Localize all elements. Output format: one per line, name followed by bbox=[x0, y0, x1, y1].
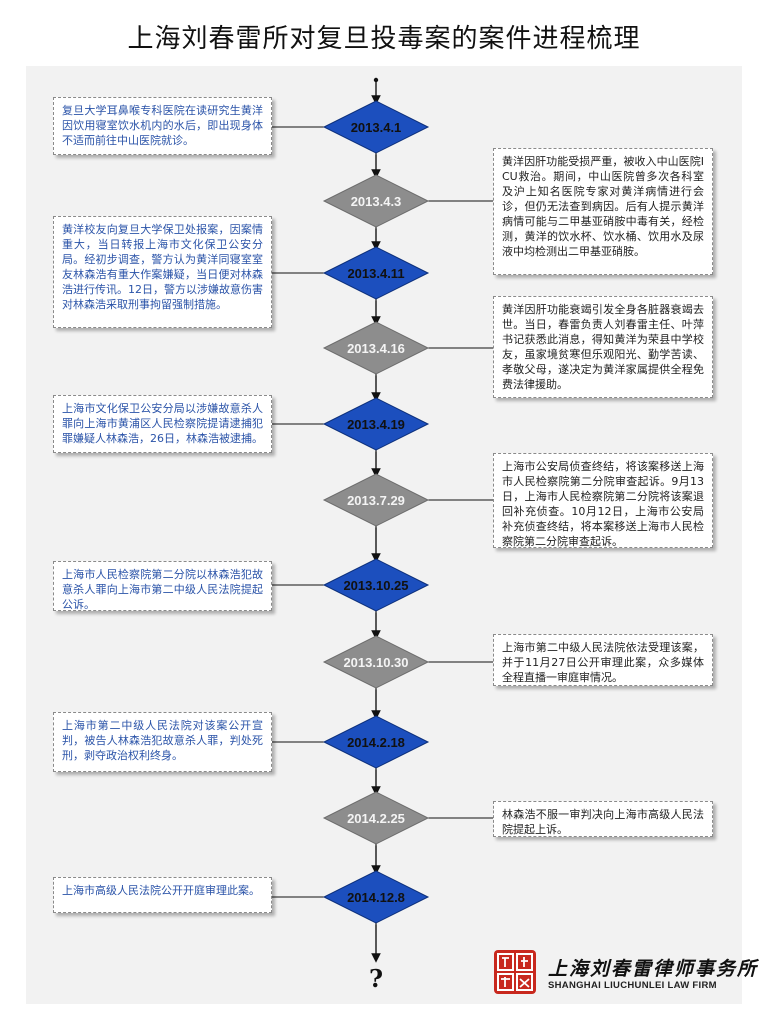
event-box: 上海市人民检察院第二分院以林森浩犯故意杀人罪向上海市第二中级人民法院提起公诉。 bbox=[53, 561, 272, 611]
milestone-date: 2013.10.25 bbox=[343, 578, 408, 593]
milestone-diamond bbox=[322, 100, 430, 154]
event-box: 黄洋校友向复旦大学保卫处报案，因案情重大，当日转报上海市文化保卫公安分局。经初步… bbox=[53, 216, 272, 328]
law-firm-name-cn: 上海刘春雷律师事务所 bbox=[548, 958, 759, 980]
milestone-diamond bbox=[322, 473, 430, 527]
law-firm-seal-icon bbox=[494, 950, 536, 994]
milestone-date: 2013.10.30 bbox=[343, 655, 408, 670]
milestone-date: 2013.7.29 bbox=[347, 493, 405, 508]
milestone-date: 2014.12.8 bbox=[347, 890, 405, 905]
milestone-diamond bbox=[322, 558, 430, 612]
milestone-date: 2014.2.18 bbox=[347, 735, 405, 750]
event-box: 上海市高级人民法院公开开庭审理此案。 bbox=[53, 877, 272, 913]
event-box: 上海市文化保卫公安分局以涉嫌故意杀人罪向上海市黄浦区人民检察院提请逮捕犯罪嫌疑人… bbox=[53, 395, 272, 453]
event-box: 黄洋因肝功能衰竭引发全身各脏器衰竭去世。当日，春雷负责人刘春雷主任、叶萍书记获悉… bbox=[493, 296, 713, 398]
milestone-date: 2013.4.3 bbox=[351, 194, 402, 209]
milestone-date: 2014.2.25 bbox=[347, 811, 405, 826]
milestone-date: 2013.4.16 bbox=[347, 341, 405, 356]
event-box: 黄洋因肝功能受损严重，被收入中山医院ICU救治。期间，中山医院曾多次各科室及沪上… bbox=[493, 148, 713, 275]
milestone-diamond bbox=[322, 635, 430, 689]
milestone-date: 2013.4.19 bbox=[347, 417, 405, 432]
milestone-diamond bbox=[322, 321, 430, 375]
milestone-date: 2013.4.11 bbox=[347, 266, 404, 281]
event-box: 林森浩不服一审判决向上海市高级人民法院提起上诉。 bbox=[493, 801, 713, 837]
law-firm-name-en: SHANGHAI LIUCHUNLEI LAW FIRM bbox=[548, 980, 717, 991]
milestone-diamond bbox=[322, 397, 430, 451]
event-box: 上海市第二中级人民法院依法受理该案，并于11月27日公开审理此案，众多媒体全程直… bbox=[493, 634, 713, 686]
milestone-diamond bbox=[322, 174, 430, 228]
milestone-diamond bbox=[322, 791, 430, 845]
event-box: 复旦大学耳鼻喉专科医院在读研究生黄洋因饮用寝室饮水机内的水后，即出现身体不适而前… bbox=[53, 97, 272, 155]
milestone-date: 2013.4.1 bbox=[351, 120, 402, 135]
milestone-diamond bbox=[322, 870, 430, 924]
unknown-outcome-mark: ? bbox=[368, 964, 384, 993]
event-box: 上海市公安局侦查终结，将该案移送上海市人民检察院第二分院审查起诉。9月13日，上… bbox=[493, 453, 713, 548]
milestone-diamond bbox=[322, 715, 430, 769]
event-box: 上海市第二中级人民法院对该案公开宣判，被告人林森浩犯故意杀人罪，判处死刑，剥夺政… bbox=[53, 712, 272, 772]
page-title: 上海刘春雷所对复旦投毒案的案件进程梳理 bbox=[127, 24, 641, 54]
milestone-diamond bbox=[322, 246, 430, 300]
